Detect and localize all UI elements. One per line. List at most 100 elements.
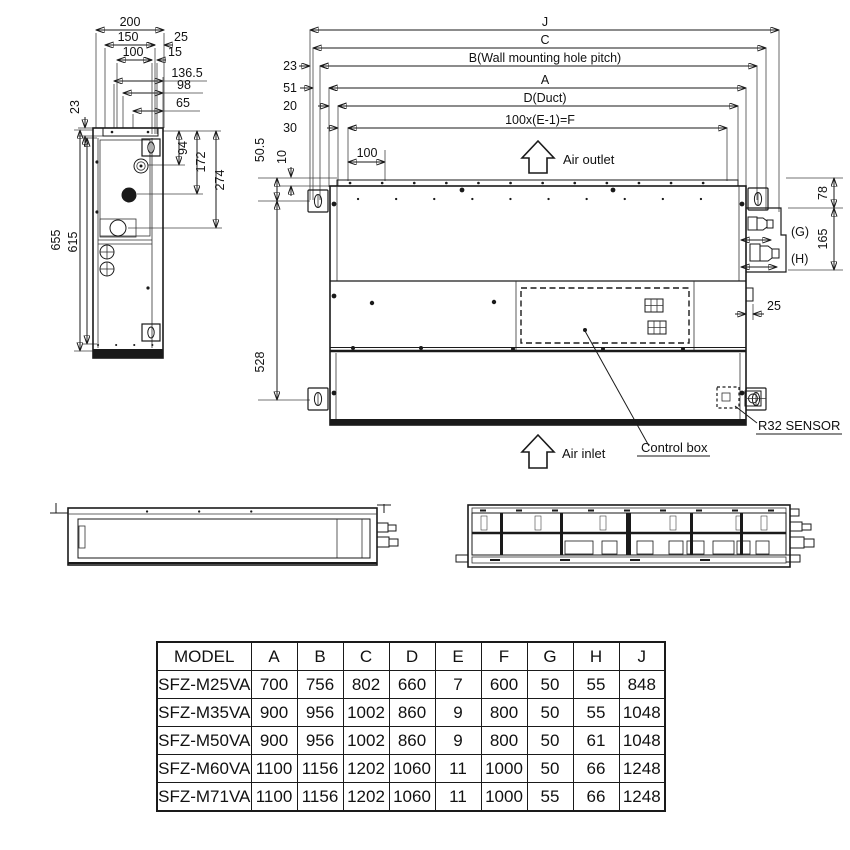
dim-cell: 1002 (342, 726, 390, 755)
dim-200: 200 (120, 15, 141, 29)
side-view-dimensions: 200 150 25 100 15 136.5 98 65 (49, 15, 227, 351)
dim-615: 615 (66, 232, 80, 253)
col-header-e: E (434, 641, 482, 671)
dim-100: 100 (123, 45, 144, 59)
dim-cell: 1248 (618, 754, 666, 783)
col-header-model: MODEL (156, 641, 252, 671)
mounting-bracket (747, 187, 769, 211)
model-cell: SFZ-M71VA (156, 782, 252, 812)
dim-cell: 1202 (342, 754, 390, 783)
dim-cell: 1156 (296, 782, 344, 812)
airflow-labels: Air outlet Air inlet (520, 139, 615, 469)
model-cell: SFZ-M60VA (156, 754, 252, 783)
col-header-f: F (480, 641, 528, 671)
dim-98: 98 (177, 78, 191, 92)
main-view-left-dimensions: 50.5 10 528 (253, 138, 337, 400)
dim-94: 94 (176, 141, 190, 155)
dim-150: 150 (118, 30, 139, 44)
dim-cell: 802 (342, 670, 390, 699)
dim-cell: 900 (250, 726, 298, 755)
side-view: 200 150 25 100 15 136.5 98 65 (49, 15, 227, 359)
dim-cell: 956 (296, 698, 344, 727)
dim-cell: 50 (526, 726, 574, 755)
technical-drawing: 200 150 25 100 15 136.5 98 65 (49, 15, 843, 568)
dim-23-side: 23 (68, 100, 82, 114)
dim-cell: 800 (480, 698, 528, 727)
dim-A: A (541, 73, 550, 87)
pipe-connections: (G) (H) 78 165 25 (735, 178, 843, 320)
dim-cell: 756 (296, 670, 344, 699)
model-cell: SFZ-M35VA (156, 698, 252, 727)
col-header-j: J (618, 641, 666, 671)
dim-cell: 1048 (618, 726, 666, 755)
col-header-b: B (296, 641, 344, 671)
dim-528: 528 (253, 352, 267, 373)
dim-cell: 11 (434, 782, 482, 812)
dim-cell: 50 (526, 670, 574, 699)
dim-cell: 800 (480, 726, 528, 755)
dim-cell: 956 (296, 726, 344, 755)
control-box-label: Control box (641, 440, 708, 455)
dim-78: 78 (816, 186, 830, 200)
mounting-bracket (307, 387, 329, 411)
dim-cell: 860 (388, 698, 436, 727)
dim-274: 274 (213, 170, 227, 191)
front-view-pipes (376, 522, 399, 548)
dim-cell: 1100 (250, 782, 298, 812)
main-view-top-dimensions: J C B(Wall mounting hole pitch) A D(Duct… (283, 15, 779, 212)
col-header-h: H (572, 641, 620, 671)
col-header-g: G (526, 641, 574, 671)
dim-cell: 1248 (618, 782, 666, 812)
air-outlet-label: Air outlet (563, 152, 615, 167)
r32-sensor-label: R32 SENSOR (758, 418, 840, 433)
dim-offset-20: 20 (283, 99, 297, 113)
dim-cell: 1202 (342, 782, 390, 812)
dim-cell: 55 (572, 698, 620, 727)
air-outlet-arrow-icon (520, 139, 556, 174)
dim-J: J (542, 15, 548, 29)
dim-cell: 1100 (250, 754, 298, 783)
dim-cell: 66 (572, 782, 620, 812)
dim-cell: 11 (434, 754, 482, 783)
r32-sensor: R32 SENSOR (716, 386, 842, 435)
dim-F: 100x(E-1)=F (505, 113, 575, 127)
col-header-c: C (342, 641, 390, 671)
dim-D: D(Duct) (523, 91, 566, 105)
grille-filters (564, 540, 770, 555)
dim-cell: 700 (250, 670, 298, 699)
table-header-row: MODEL A B C D E F G H J (156, 641, 666, 671)
dim-cell: 50 (526, 754, 574, 783)
dim-cell: 1000 (480, 782, 528, 812)
dim-25: 25 (174, 30, 188, 44)
dim-25-right: 25 (767, 299, 781, 313)
dim-cell: 55 (526, 782, 574, 812)
dim-cell: 900 (250, 698, 298, 727)
dim-10: 10 (275, 150, 289, 164)
dim-H: (H) (791, 252, 808, 266)
dim-offset-51: 51 (283, 81, 297, 95)
dim-65: 65 (176, 96, 190, 110)
dim-cell: 660 (388, 670, 436, 699)
dim-G: (G) (791, 225, 809, 239)
dim-cell: 1000 (480, 754, 528, 783)
dim-offset-23: 23 (283, 59, 297, 73)
dim-cell: 848 (618, 670, 666, 699)
dim-15: 15 (168, 45, 182, 59)
dim-cell: 1060 (388, 754, 436, 783)
col-header-a: A (250, 641, 298, 671)
dim-cell: 1048 (618, 698, 666, 727)
dim-B: B(Wall mounting hole pitch) (469, 51, 621, 65)
terminal-block (644, 298, 664, 313)
dim-pitch-100: 100 (357, 146, 378, 160)
grille-view-pipes (789, 508, 815, 549)
col-header-d: D (388, 641, 436, 671)
side-view-body (92, 127, 164, 359)
dim-655: 655 (49, 230, 63, 251)
model-cell: SFZ-M50VA (156, 726, 252, 755)
